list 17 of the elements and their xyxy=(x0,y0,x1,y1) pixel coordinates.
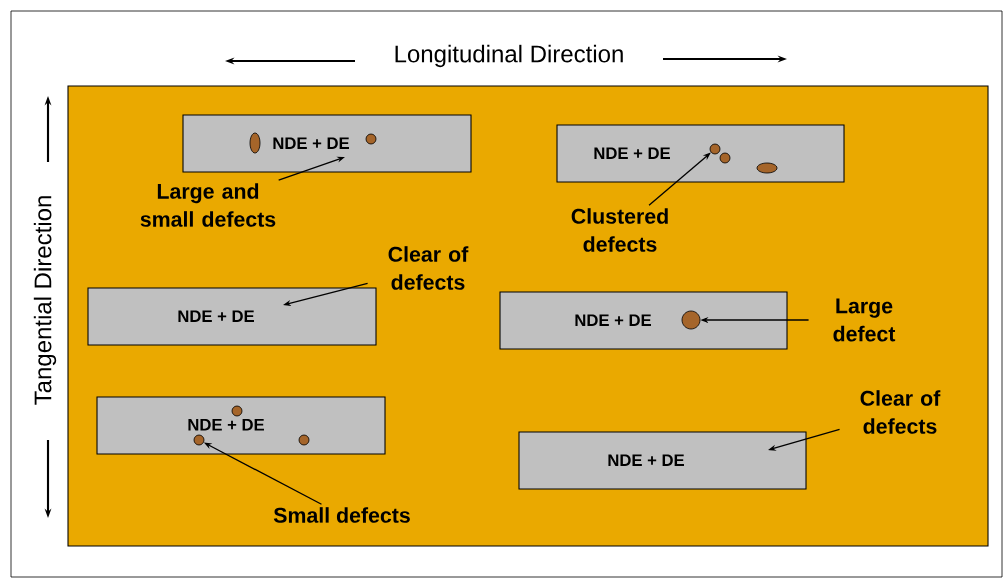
callout-text: Clustered defects xyxy=(571,208,668,252)
callout-text: Small defects xyxy=(273,507,410,523)
specimen-box: NDE + DE xyxy=(499,291,788,350)
direction-label: Tangential Direction xyxy=(33,196,57,405)
defect-dot xyxy=(681,310,701,330)
callout-text: Large and small defects xyxy=(140,183,276,227)
specimen-box: NDE + DE xyxy=(182,114,472,173)
specimen-box: NDE + DE xyxy=(518,431,807,490)
callout-text: Clear of defects xyxy=(860,390,941,434)
specimen-box: NDE + DE xyxy=(87,287,377,346)
specimen-box: NDE + DE xyxy=(96,396,386,455)
defect-dot xyxy=(249,132,261,154)
specimen-box: NDE + DE xyxy=(556,124,845,183)
direction-label: Longitudinal Direction xyxy=(395,44,623,68)
callout-text: Clear of defects xyxy=(388,246,469,290)
callout-text: Large defect xyxy=(833,298,896,342)
defect-dot xyxy=(756,162,778,174)
